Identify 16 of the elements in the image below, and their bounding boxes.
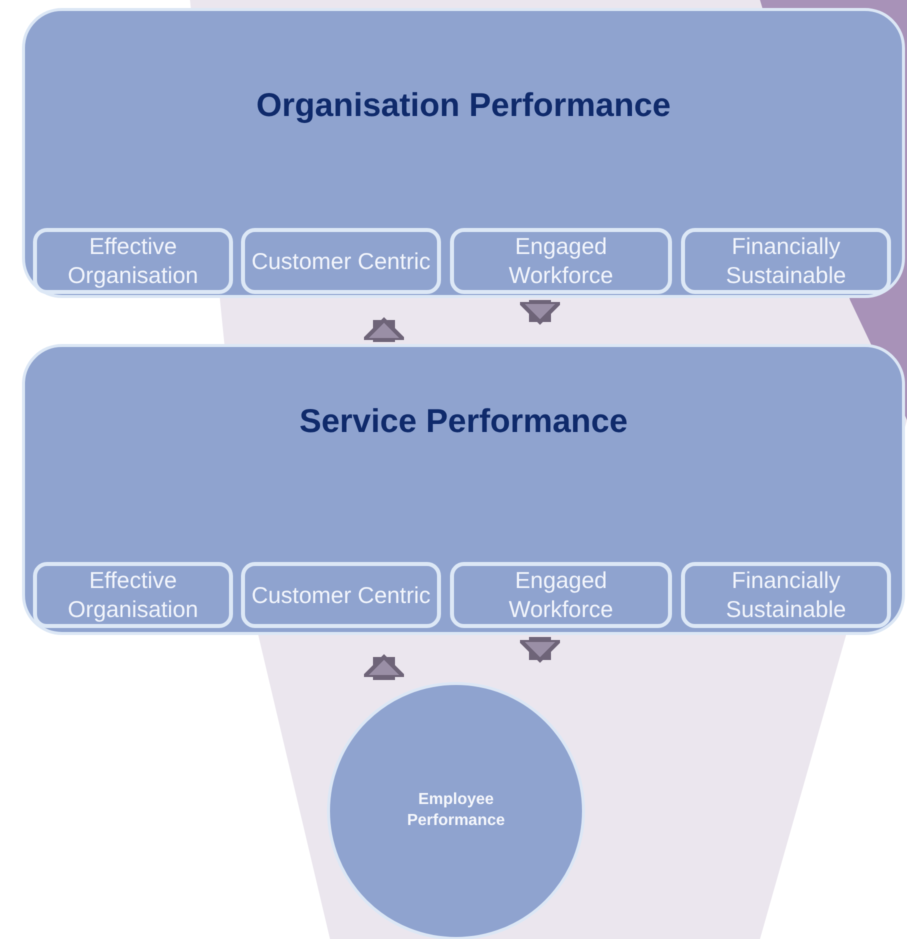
goal-box: Customer Centric (241, 228, 441, 294)
panel-title: Service Performance (298, 402, 629, 440)
goal-box: Financially Sustainable (681, 562, 891, 628)
block-arrow (518, 300, 562, 324)
goal-box: Engaged Workforce (450, 562, 672, 628)
goal-box: Engaged Workforce (450, 228, 672, 294)
performance-panel (22, 8, 905, 298)
block-arrow (518, 637, 562, 662)
goal-box: Customer Centric (241, 562, 441, 628)
performance-panel (22, 344, 905, 635)
goal-box: Financially Sustainable (681, 228, 891, 294)
block-arrow (362, 655, 406, 680)
block-arrow (362, 318, 406, 342)
panel-title: Organisation Performance (255, 86, 672, 124)
goal-box: Effective Organisation (33, 562, 233, 628)
goal-box: Effective Organisation (33, 228, 233, 294)
